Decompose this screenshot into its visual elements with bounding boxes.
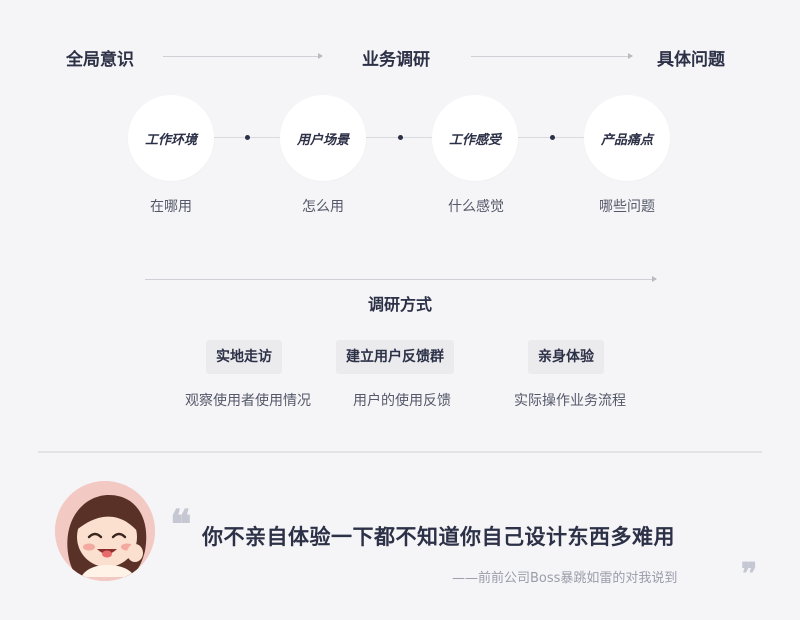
connector-dot-1	[245, 135, 250, 140]
scene-title: 用户场景	[296, 132, 349, 148]
connector-dot-2	[398, 135, 403, 140]
method-desc: 观察使用者使用情况	[185, 393, 311, 409]
section-divider	[38, 451, 762, 453]
method-desc: 用户的使用反馈	[353, 393, 451, 409]
flow-step-problem: 具体问题	[657, 50, 725, 70]
scene-circle-feeling: 工作感受	[432, 95, 518, 181]
scene-circle-environment: 工作环境	[128, 95, 214, 181]
scene-sub: 怎么用	[302, 199, 344, 215]
quote-source: ——前前公司Boss暴跳如雷的对我说到	[452, 571, 678, 586]
method-tag-field-visit: 实地走访	[206, 340, 282, 374]
avatar	[55, 481, 155, 581]
connector-dot-3	[550, 135, 555, 140]
scene-title: 工作感受	[448, 132, 501, 148]
scene-circle-pain-point: 产品痛点	[584, 95, 670, 181]
quote-close-icon: ❞	[741, 557, 758, 592]
method-tag-experience: 亲身体验	[528, 340, 604, 374]
quote-text: 你不亲自体验一下都不知道你自己设计东西多难用	[202, 525, 675, 549]
scene-sub: 在哪用	[150, 199, 192, 215]
flow-arrow-2	[471, 53, 633, 59]
scene-circle-user-scenario: 用户场景	[280, 95, 366, 181]
scene-sub: 哪些问题	[599, 199, 655, 215]
method-title: 调研方式	[367, 295, 432, 314]
method-desc: 实际操作业务流程	[514, 393, 626, 409]
quote-open-icon: ❝	[170, 501, 192, 548]
scene-title: 产品痛点	[600, 132, 653, 148]
flow-step-research: 业务调研	[362, 50, 430, 70]
scene-sub: 什么感觉	[448, 199, 504, 215]
cartoon-face-icon	[55, 481, 155, 581]
flow-arrow-1	[163, 53, 323, 59]
scene-title: 工作环境	[144, 132, 197, 148]
method-tag-feedback-group: 建立用户反馈群	[336, 340, 454, 374]
flow-step-global: 全局意识	[66, 50, 134, 70]
method-arrow	[145, 276, 657, 282]
